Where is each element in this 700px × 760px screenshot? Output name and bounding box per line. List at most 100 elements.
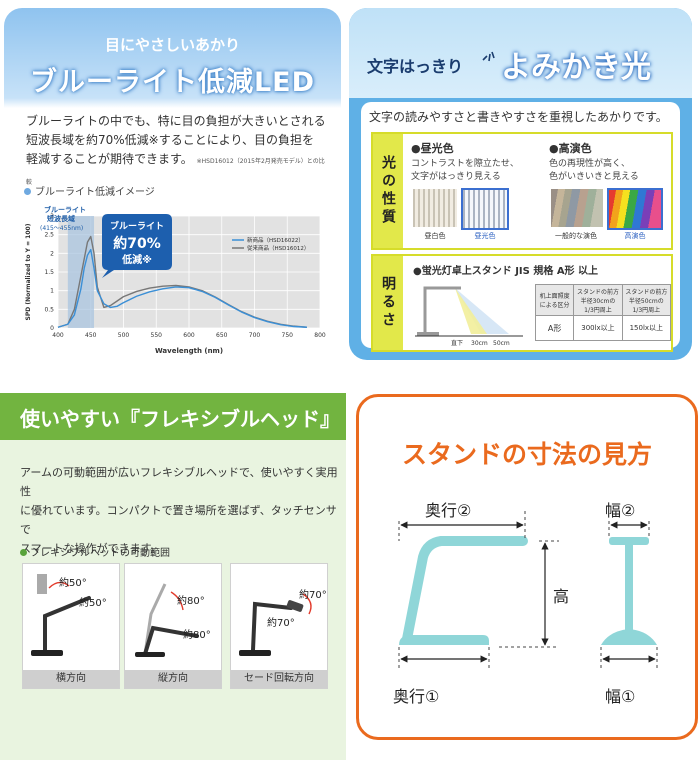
bullet-icon xyxy=(24,188,31,195)
hicolor-img1-caption: 一般的な演色 xyxy=(555,232,597,240)
angle-label-b: 約80° xyxy=(183,628,211,641)
bluelight-body-line3: 軽減することが期待できます。 xyxy=(26,152,193,166)
newspaper-image-daylight xyxy=(461,188,509,230)
brightness-tag: 明るさ xyxy=(373,256,403,350)
light-cone xyxy=(455,288,509,334)
lamp-horizontal-illustration: 約50° 約50° xyxy=(31,574,107,656)
lamp-arm xyxy=(43,596,91,652)
y-tick-label: 0.5 xyxy=(44,306,54,313)
lamp-arm xyxy=(251,601,293,652)
brightness-box: 明るさ ●蛍光灯卓上スタンド JIS 規格 A形 以上 直下 30cm 50cm… xyxy=(371,254,673,352)
bluelight-body-line3-wrap: 軽減することが期待できます。 ※HSD16012（2015年2月発売モデル）との… xyxy=(26,150,326,192)
jis-header-50: スタンドの前方半径50cmの1/3円周上 xyxy=(621,284,672,316)
daylight-img2-caption: 昼光色 xyxy=(474,232,496,240)
y-tick-label: 0 xyxy=(50,325,54,332)
depth1-label: 奥行① xyxy=(393,687,440,706)
range-card-vertical: 約80° 約80° 縦方向 xyxy=(124,563,222,689)
blue-band-highlight xyxy=(67,216,95,328)
y-tick-label: 1 xyxy=(50,288,54,295)
y-axis-label: SPD (Normalized to Y = 100) xyxy=(25,223,32,320)
bluelight-footnote: ※HSD16012（2015年2月発売モデル）との比較 xyxy=(26,158,325,186)
angle-arc-icon xyxy=(48,581,70,589)
pencils-image-normal xyxy=(551,189,603,227)
flexible-header-band xyxy=(0,393,346,440)
height-label: 高 xyxy=(553,587,570,606)
ghost-arm xyxy=(143,583,167,655)
angle-label-b: 約70° xyxy=(267,616,295,629)
range-card-rotation: 約70° 約70° セード回転方向 xyxy=(230,563,328,689)
band-label-3: (415〜455nm) xyxy=(40,225,83,232)
flexible-body-line2: に優れています。コンパクトで置き場所を選ばず、タッチセンサで xyxy=(20,504,337,536)
lamp-arm-sketch xyxy=(423,286,461,334)
lamp-front-head xyxy=(609,537,649,545)
light-cone-inner xyxy=(455,288,487,334)
band-label-1: ブルーライト xyxy=(44,205,86,214)
reading-header xyxy=(349,8,692,98)
y-tick-label: 3 xyxy=(50,213,54,220)
rotation-arc-icon xyxy=(302,593,312,615)
reading-lead: 文字の読みやすさと書きやすさを重視したあかりです。 xyxy=(369,110,668,124)
jis-cell-30: 300lx以上 xyxy=(573,315,623,341)
band-label-2: 短波長域 xyxy=(47,214,75,223)
jis-header-30: スタンドの前方半径30cmの1/3円周上 xyxy=(573,284,623,316)
y-tick-label: 2 xyxy=(50,250,54,257)
lamp-front-pole xyxy=(625,545,633,631)
lamp-base xyxy=(31,650,63,656)
reading-title-big: よみかき光 xyxy=(501,50,651,85)
card-caption: セード回転方向 xyxy=(231,670,327,688)
callout-label: ブルーライト xyxy=(110,220,164,232)
legend-label-old: 従来商品（HSD16012） xyxy=(247,244,309,252)
jis-standard-heading: ●蛍光灯卓上スタンド JIS 規格 A形 以上 xyxy=(413,266,599,277)
bluelight-panel: 目にやさしいあかり ブルーライト低減LED ブルーライトの中でも、特に目の負担が… xyxy=(4,8,341,360)
pencils-image-hicolor xyxy=(607,188,663,230)
width1-label: 幅① xyxy=(605,687,636,706)
bluelight-title: ブルーライト低減LED xyxy=(29,67,316,98)
depth2-label: 奥行② xyxy=(425,501,472,520)
x-tick-label: 650 xyxy=(216,332,228,339)
lamp-distance-diagram: 直下 30cm 50cm xyxy=(415,286,523,347)
daylight-heading: ●昼光色 xyxy=(411,142,454,155)
reading-light-panel: 文字はっきり よみかき光 文字の読みやすさと書きやすさを重視したあかりです。 光… xyxy=(349,8,692,360)
lamp-shade xyxy=(286,600,304,612)
flexible-body-line3: スマートな操作ができます。 xyxy=(20,542,162,555)
daylight-img1-caption: 昼白色 xyxy=(424,232,446,240)
angle-label-a: 約70° xyxy=(299,588,327,601)
jis-header-class: 机上面照度による区分 xyxy=(534,284,575,316)
lamp-arm xyxy=(143,625,199,656)
x-tick-label: 750 xyxy=(282,332,294,339)
x-tick-label: 700 xyxy=(249,332,261,339)
flexible-head-panel: 使いやすい『フレキシブルヘッド』 アームの可動範囲が広いフレキシブルヘッドで、使… xyxy=(0,393,346,760)
lamp-vertical-illustration: 約80° 約80° xyxy=(135,583,211,657)
jis-table: 机上面照度による区分 スタンドの前方半径30cmの1/3円周上 スタンドの前方半… xyxy=(534,284,672,341)
bullet-icon xyxy=(20,549,27,556)
dist-label-30: 30cm xyxy=(471,340,488,347)
lamp-side-base xyxy=(399,635,489,645)
width2-label: 幅② xyxy=(605,501,636,520)
sparkle-icon xyxy=(482,51,495,62)
range-card-horizontal: 約50° 約50° 横方向 xyxy=(22,563,120,689)
angle-arc-icon xyxy=(170,591,184,611)
daylight-desc2: 文字がはっきり見える xyxy=(411,172,501,182)
reading-title-small: 文字はっきり xyxy=(367,57,464,76)
flexible-title: 使いやすい『フレキシブルヘッド』 xyxy=(20,407,340,431)
flexible-body-line1: アームの可動範囲が広いフレキシブルヘッドで、使いやすく実用性 xyxy=(20,466,338,498)
lamp-base-sketch xyxy=(417,332,439,336)
angle-label-a: 約80° xyxy=(177,594,205,607)
x-tick-label: 600 xyxy=(183,332,195,339)
legend-label-new: 新商品（HSD16022） xyxy=(247,236,304,244)
lamp-front-base xyxy=(601,629,657,645)
x-tick-label: 500 xyxy=(118,332,130,339)
callout-badge: ブルーライト 約70% 低減※ xyxy=(102,214,172,278)
lamp-rotation-illustration: 約70° 約70° xyxy=(239,588,327,656)
lamp-base xyxy=(135,652,165,657)
chart-heading: ブルーライト低減イメージ xyxy=(24,183,155,198)
dimensions-panel: スタンドの寸法の見方 奥行② 幅② 高 奥行① 幅① xyxy=(356,394,698,740)
dimension-diagram xyxy=(398,511,658,669)
lamp-base xyxy=(239,650,271,656)
y-tick-label: 1.5 xyxy=(44,269,54,276)
callout-value: 約70% xyxy=(113,235,161,252)
y-tick-label: 2.5 xyxy=(44,232,54,239)
hicolor-heading: ●高演色 xyxy=(549,142,592,155)
quality-tag: 光の性質 xyxy=(373,134,403,248)
